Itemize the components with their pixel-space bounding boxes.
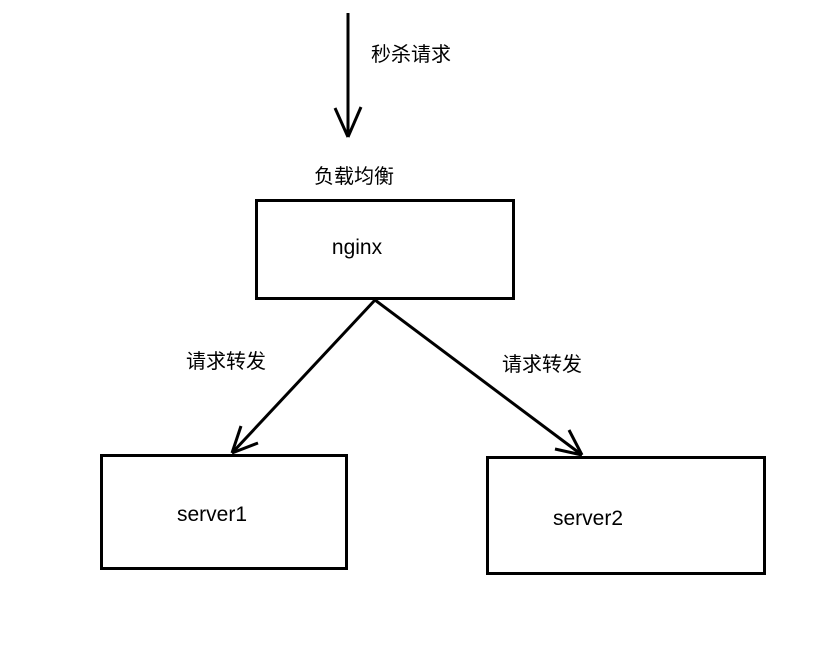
request-forward-label-right: 请求转发: [502, 354, 582, 376]
seckill-request-arrow: [333, 13, 363, 138]
server1-node-label: server1: [176, 503, 248, 526]
server1-node: server1: [100, 454, 348, 570]
load-balancer-label: 负载均衡: [314, 166, 394, 188]
nginx-node-label: nginx: [331, 235, 383, 259]
nginx-node: nginx: [255, 199, 515, 300]
server2-node: server2: [486, 456, 766, 575]
seckill-request-label: 秒杀请求: [371, 44, 451, 66]
request-forward-arrow-left: [230, 298, 377, 455]
request-forward-label-left: 请求转发: [186, 351, 266, 373]
request-forward-arrow-right: [374, 298, 584, 457]
server2-node-label: server2: [552, 506, 624, 530]
